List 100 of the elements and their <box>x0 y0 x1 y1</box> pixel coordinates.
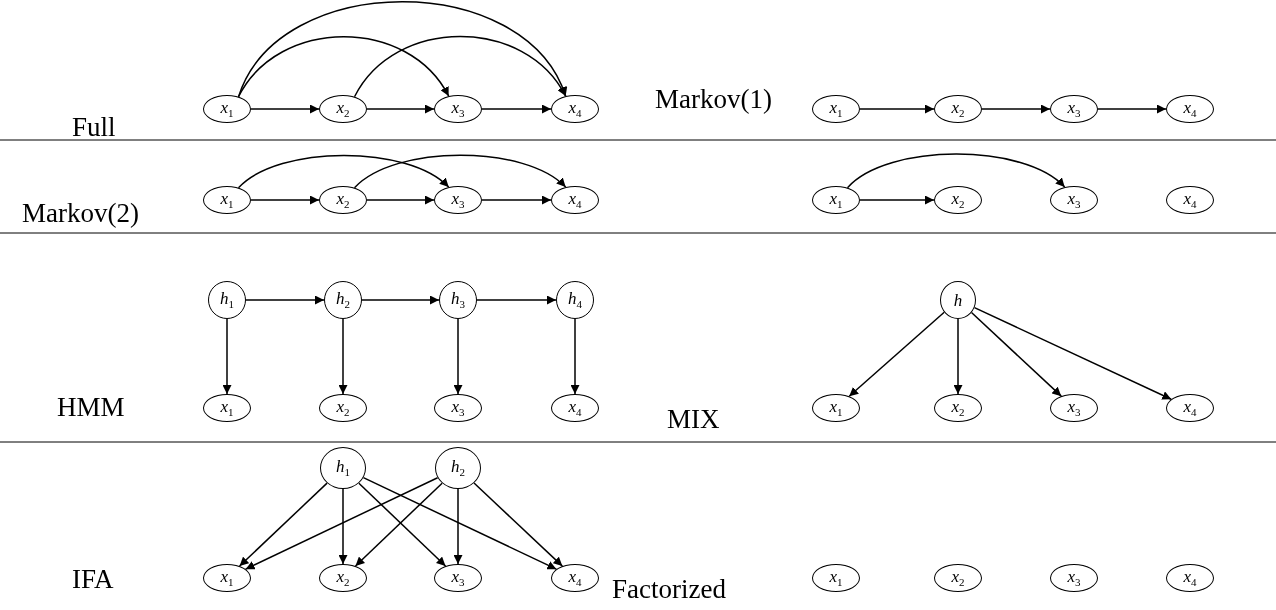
variable-label: h$_{2}$ <box>336 289 350 311</box>
variable-label: x$_{1}$ <box>829 567 843 589</box>
arrow <box>473 482 564 567</box>
variable-label: x$_{3}$ <box>1067 98 1081 120</box>
variable-label: x$_{3}$ <box>451 567 465 589</box>
panel-label: IFA <box>72 564 114 595</box>
ellipse-node <box>934 95 982 123</box>
variable-label: h <box>953 291 963 309</box>
ellipse-node <box>1166 394 1214 422</box>
arrow <box>453 488 463 565</box>
arrow <box>238 482 328 567</box>
ellipse-node <box>1050 564 1098 592</box>
variable-label: x$_{4}$ <box>1183 567 1197 589</box>
arrow <box>970 311 1062 397</box>
circle-node <box>208 281 246 319</box>
ellipse-node <box>434 186 482 214</box>
ellipse-node <box>203 564 251 592</box>
variable-label: x$_{3}$ <box>1067 567 1081 589</box>
variable-label: x$_{1}$ <box>829 397 843 419</box>
ellipse-node <box>203 394 251 422</box>
arrow <box>476 295 557 305</box>
ellipse-node <box>812 95 860 123</box>
ellipse-node <box>319 95 367 123</box>
arrow <box>481 104 552 114</box>
variable-label: x$_{1}$ <box>220 189 234 211</box>
arrow <box>361 295 440 305</box>
variable-label: x$_{2}$ <box>951 567 965 589</box>
variable-label: x$_{3}$ <box>1067 397 1081 419</box>
ellipse-node <box>812 394 860 422</box>
arrow <box>981 104 1051 114</box>
arrow <box>453 318 463 395</box>
ellipse-node <box>1050 186 1098 214</box>
variable-label: x$_{4}$ <box>1183 98 1197 120</box>
panel-label: Markov(1) <box>655 84 772 115</box>
variable-label: x$_{2}$ <box>336 189 350 211</box>
panel-label: Full <box>72 112 116 143</box>
arrow <box>366 195 435 205</box>
variable-label: h$_{1}$ <box>336 457 350 479</box>
arrow <box>1097 104 1167 114</box>
ellipse-node <box>812 186 860 214</box>
arrow <box>250 195 320 205</box>
variable-label: x$_{4}$ <box>568 397 582 419</box>
circle-node <box>940 281 976 319</box>
ellipse-node <box>551 394 599 422</box>
variable-label: x$_{3}$ <box>451 98 465 120</box>
ellipse-node <box>434 564 482 592</box>
ellipse-node <box>434 95 482 123</box>
variable-label: x$_{3}$ <box>1067 189 1081 211</box>
circle-node <box>439 281 477 319</box>
panel-label: HMM <box>57 392 125 423</box>
variable-label: x$_{4}$ <box>568 98 582 120</box>
arrow <box>953 318 963 395</box>
ellipse-node <box>319 564 367 592</box>
variable-label: x$_{4}$ <box>568 567 582 589</box>
ellipse-node <box>1050 394 1098 422</box>
arrow <box>973 306 1172 400</box>
arrow <box>481 195 552 205</box>
variable-label: x$_{2}$ <box>336 397 350 419</box>
variable-label: x$_{1}$ <box>829 98 843 120</box>
variable-label: h$_{4}$ <box>568 289 582 311</box>
arrow <box>245 295 325 305</box>
variable-label: x$_{1}$ <box>829 189 843 211</box>
ellipse-node <box>203 186 251 214</box>
ellipse-node <box>551 564 599 592</box>
variable-label: x$_{3}$ <box>451 189 465 211</box>
ellipse-node <box>203 95 251 123</box>
ellipse-node <box>934 186 982 214</box>
panel-label: Factorized <box>612 574 726 605</box>
circle-node <box>556 281 594 319</box>
arrow <box>222 318 232 395</box>
arrow <box>848 311 945 398</box>
ellipse-node <box>1050 95 1098 123</box>
variable-label: x$_{4}$ <box>1183 397 1197 419</box>
variable-label: x$_{2}$ <box>336 567 350 589</box>
variable-label: x$_{4}$ <box>568 189 582 211</box>
circle-node <box>320 447 366 489</box>
arrow <box>353 154 567 189</box>
panel-label: MIX <box>667 404 720 435</box>
ellipse-node <box>1166 564 1214 592</box>
variable-label: x$_{1}$ <box>220 397 234 419</box>
ellipse-node <box>812 564 860 592</box>
variable-label: x$_{2}$ <box>951 98 965 120</box>
variable-label: x$_{2}$ <box>951 189 965 211</box>
ellipse-node <box>934 394 982 422</box>
ellipse-node <box>1166 186 1214 214</box>
ellipse-node <box>1166 95 1214 123</box>
circle-node <box>435 447 481 489</box>
ellipse-node <box>551 186 599 214</box>
panel-label: Markov(2) <box>22 198 139 229</box>
variable-label: h$_{1}$ <box>220 289 234 311</box>
ellipse-node <box>319 394 367 422</box>
arrow <box>859 195 935 205</box>
ellipse-node <box>551 95 599 123</box>
ellipse-node <box>434 394 482 422</box>
arrow <box>338 318 348 395</box>
variable-label: x$_{4}$ <box>1183 189 1197 211</box>
circle-node <box>324 281 362 319</box>
variable-label: x$_{2}$ <box>951 397 965 419</box>
ellipse-node <box>319 186 367 214</box>
arrow <box>244 476 439 570</box>
